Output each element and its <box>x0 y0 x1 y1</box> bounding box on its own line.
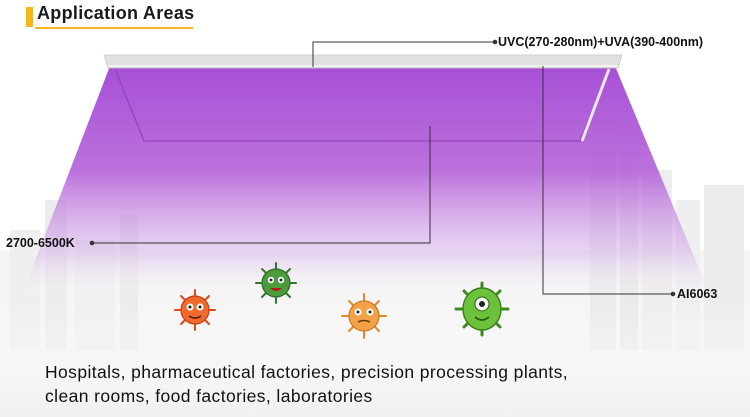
virus-green-icon <box>255 262 297 304</box>
light-fixture <box>103 54 623 142</box>
description-line-1: Hospitals, pharmaceutical factories, pre… <box>45 362 569 382</box>
uv-light-beam <box>20 66 712 300</box>
callout-color-temperature: 2700-6500K <box>6 236 75 250</box>
header-accent-bar <box>26 7 33 27</box>
section-title: Application Areas <box>37 3 195 23</box>
virus-tan-icon <box>341 293 387 339</box>
virus-orange-icon <box>174 289 216 331</box>
callout-uv-spec: UVC(270-280nm)+UVA(390-400nm) <box>498 35 704 49</box>
application-areas-description: Hospitals, pharmaceutical factories, pre… <box>45 360 725 408</box>
callout-lines <box>89 39 676 297</box>
virus-lime-icon <box>454 281 510 337</box>
callout-material: AI6063 <box>677 287 718 301</box>
header-underline <box>35 27 193 29</box>
description-line-2: clean rooms, food factories, laboratorie… <box>45 386 373 406</box>
